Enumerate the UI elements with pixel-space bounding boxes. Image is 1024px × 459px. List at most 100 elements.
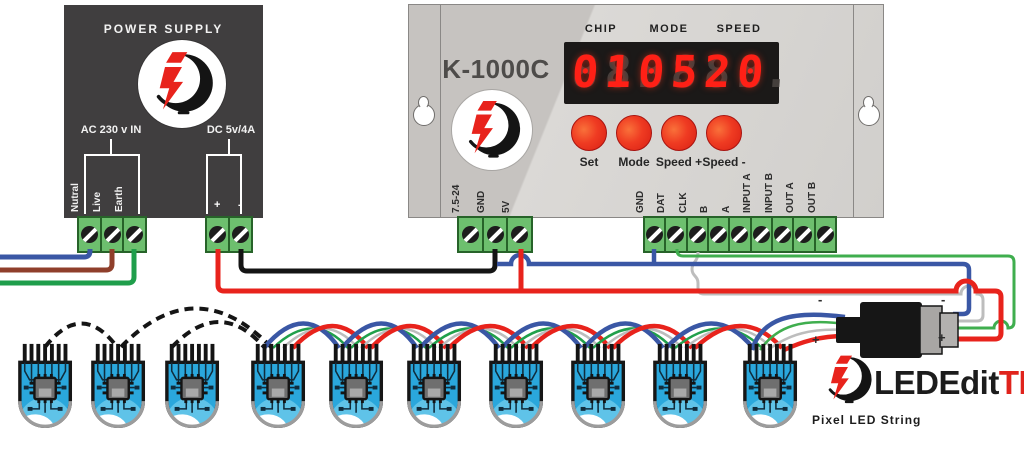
pixel-link-wire bbox=[529, 323, 612, 350]
mode-button[interactable] bbox=[616, 115, 652, 151]
terminal-label-input-a: INPUT A bbox=[742, 173, 753, 213]
terminal-screw-icon bbox=[752, 226, 770, 243]
dc-bracket-box bbox=[206, 154, 242, 214]
terminal-screw-icon bbox=[816, 226, 834, 243]
controller-output-terminal-block bbox=[643, 216, 837, 253]
wire-clk-gray bbox=[690, 251, 985, 323]
pixel-link-wire bbox=[693, 323, 784, 350]
pixel-link-wire bbox=[282, 327, 359, 349]
terminal-screw-icon bbox=[486, 226, 504, 243]
pixel-link-wire bbox=[520, 327, 601, 349]
terminal-cell bbox=[816, 218, 835, 251]
power-supply-logo bbox=[138, 40, 226, 128]
connector-left-minus: - bbox=[818, 292, 823, 307]
terminal-label-b: B bbox=[699, 205, 710, 213]
terminal-screw-icon bbox=[511, 226, 529, 243]
speed-minus-button-label: Speed - bbox=[702, 155, 746, 169]
terminal-label-clk: CLK bbox=[678, 192, 689, 213]
pixel-link-wire bbox=[582, 321, 665, 350]
left-flange-divider bbox=[440, 5, 441, 217]
terminal-screw-icon bbox=[774, 226, 792, 243]
pixel-link-wire bbox=[500, 321, 583, 350]
pixel-link-wire bbox=[291, 323, 370, 350]
terminal-screw-icon bbox=[126, 226, 144, 243]
dc-plus-label: + bbox=[214, 199, 221, 211]
mode-button-label: Mode bbox=[618, 155, 650, 169]
pixel-link-wire bbox=[262, 321, 341, 350]
pixel-link-wire bbox=[664, 321, 755, 350]
led-pixel bbox=[731, 344, 797, 459]
pixel-link-wire bbox=[592, 327, 673, 349]
terminal-label-5v: 5V bbox=[501, 200, 512, 213]
dashed-jumper bbox=[170, 320, 266, 349]
pixel-link-wire bbox=[369, 323, 448, 350]
terminal-label-out-b: OUT B bbox=[807, 181, 818, 213]
dc-minus-label: - bbox=[238, 199, 242, 211]
dc-terminal-block bbox=[205, 216, 253, 253]
wire-gnd-blue-bus bbox=[497, 252, 972, 317]
dashed-jumper bbox=[43, 321, 119, 349]
pixel-link-wire bbox=[438, 327, 519, 349]
wire-pixel-to-connector-blue bbox=[749, 312, 846, 351]
terminal-cell bbox=[730, 218, 752, 251]
led-pixel bbox=[79, 344, 145, 459]
terminal-cell bbox=[773, 218, 795, 251]
terminal-cell bbox=[79, 218, 102, 251]
wire-5v-red bbox=[215, 249, 1004, 342]
speed-plus-button[interactable] bbox=[661, 115, 697, 151]
terminal-cell bbox=[508, 218, 531, 251]
terminal-label-gnd-in: GND bbox=[476, 190, 487, 213]
led-pixel bbox=[395, 344, 461, 459]
led-pixel bbox=[153, 344, 219, 459]
terminal-cell bbox=[688, 218, 709, 251]
ac-input-label: AC 230 v IN bbox=[80, 124, 142, 136]
terminal-label-gnd-out: GND bbox=[635, 190, 646, 213]
pixel-link-wires bbox=[262, 321, 784, 350]
connector-right-plus: + bbox=[938, 330, 946, 345]
terminal-screw-icon bbox=[710, 226, 728, 243]
pixel-link-wire bbox=[272, 327, 349, 349]
controller-logo bbox=[452, 90, 532, 170]
terminal-screw-icon bbox=[795, 226, 813, 243]
speed-minus-button[interactable] bbox=[706, 115, 742, 151]
terminal-cell bbox=[102, 218, 125, 251]
terminal-label-neutral: Nutral bbox=[70, 183, 81, 212]
power-supply-title: POWER SUPPLY bbox=[103, 22, 224, 36]
right-mount-keyhole bbox=[858, 96, 880, 126]
terminal-label-dat: DAT bbox=[656, 193, 667, 213]
set-button-label: Set bbox=[579, 155, 599, 169]
terminal-screw-icon bbox=[209, 226, 226, 243]
led-pixel bbox=[239, 344, 305, 459]
display-digits: 0 1 0 5 2 0 bbox=[570, 47, 770, 98]
lightning-bolt-icon bbox=[149, 50, 215, 117]
left-mount-keyhole bbox=[413, 96, 435, 126]
terminal-cell bbox=[207, 218, 230, 251]
display-section-mode: MODE bbox=[649, 23, 689, 35]
set-button[interactable] bbox=[571, 115, 607, 151]
terminal-screw-icon bbox=[80, 226, 98, 243]
terminal-cell bbox=[666, 218, 688, 251]
terminal-cell bbox=[709, 218, 731, 251]
terminal-cell bbox=[124, 218, 145, 251]
terminal-cell bbox=[230, 218, 251, 251]
right-flange-divider bbox=[853, 5, 854, 217]
display-section-chip: CHIP bbox=[584, 23, 618, 35]
controller-input-terminal-block bbox=[457, 216, 533, 253]
led-pixel bbox=[317, 344, 383, 459]
pixel-string-caption: Pixel LED String bbox=[812, 413, 922, 427]
terminal-screw-icon bbox=[688, 226, 706, 243]
led-pixel bbox=[6, 344, 72, 459]
terminal-label-input-b: INPUT B bbox=[764, 173, 775, 213]
dc-bracket-stem bbox=[228, 139, 230, 155]
terminal-cell bbox=[794, 218, 816, 251]
connector-left-plus: + bbox=[812, 332, 820, 347]
controller-model: K-1000C bbox=[442, 54, 550, 84]
terminal-screw-icon bbox=[731, 226, 749, 243]
terminal-screw-icon bbox=[646, 226, 664, 243]
wire-ac-earth-green bbox=[0, 249, 137, 286]
pixel-link-wire bbox=[611, 323, 694, 350]
dashed-jumper bbox=[119, 306, 273, 349]
wire-pixel-to-connector-gray bbox=[767, 328, 846, 351]
ac-bracket-stem bbox=[110, 139, 112, 155]
